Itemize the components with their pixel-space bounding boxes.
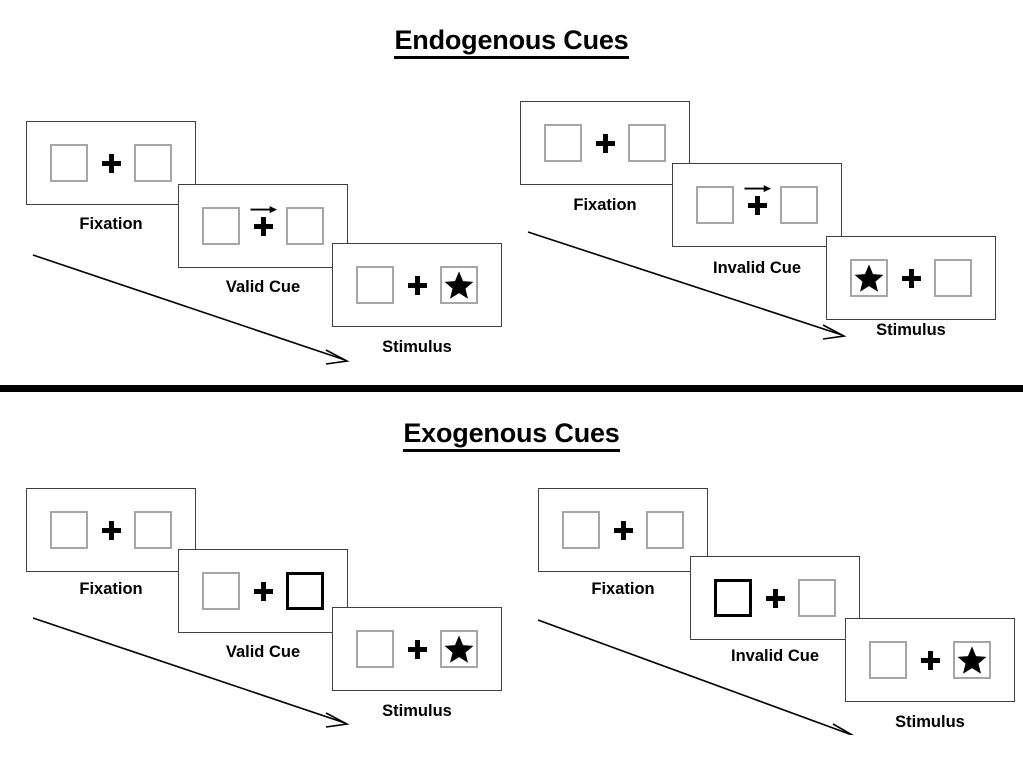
panel-content	[850, 259, 972, 297]
right-box	[134, 511, 172, 549]
fixation-cross-slot	[240, 572, 286, 610]
left-box	[202, 572, 240, 610]
panel-label-endogenous-valid-cue: Valid Cue	[225, 278, 301, 296]
plus-icon	[747, 195, 767, 215]
right-box	[780, 186, 818, 224]
right-box	[440, 266, 478, 304]
panel-endogenous-valid-cue	[178, 184, 348, 268]
panel-content	[869, 641, 991, 679]
fixation-cross-slot	[907, 641, 953, 679]
left-box	[696, 186, 734, 224]
panel-content	[202, 572, 324, 610]
right-box	[286, 207, 324, 245]
panel-content	[50, 144, 172, 182]
panel-exogenous-invalid-fixation	[538, 488, 708, 572]
right-box-cued	[286, 572, 324, 610]
left-box	[50, 511, 88, 549]
panel-content	[356, 630, 478, 668]
panel-label-exogenous-invalid-cue: Invalid Cue	[730, 647, 820, 665]
left-box	[356, 630, 394, 668]
plus-icon	[765, 588, 785, 608]
right-box	[934, 259, 972, 297]
star-target-icon	[444, 635, 474, 663]
right-box	[440, 630, 478, 668]
panel-endogenous-invalid-stimulus	[826, 236, 996, 320]
left-box	[562, 511, 600, 549]
left-box	[202, 207, 240, 245]
fixation-cross-slot	[394, 630, 440, 668]
left-box	[50, 144, 88, 182]
panel-label-endogenous-invalid-fixation: Fixation	[573, 196, 637, 214]
right-box	[628, 124, 666, 162]
fixation-cross-slot	[888, 259, 934, 297]
right-box	[646, 511, 684, 549]
plus-icon	[101, 153, 121, 173]
panel-label-endogenous-invalid-stimulus: Stimulus	[876, 321, 946, 339]
left-box	[544, 124, 582, 162]
panel-exogenous-valid-fixation	[26, 488, 196, 572]
panel-endogenous-invalid-fixation	[520, 101, 690, 185]
panel-exogenous-invalid-stimulus	[845, 618, 1015, 702]
panel-label-exogenous-valid-fixation: Fixation	[79, 580, 143, 598]
section-title-endogenous-text: Endogenous Cues	[394, 25, 629, 59]
panel-label-endogenous-valid-fixation: Fixation	[79, 215, 143, 233]
panel-endogenous-invalid-cue	[672, 163, 842, 247]
plus-icon	[407, 639, 427, 659]
fixation-cross-slot	[240, 206, 286, 245]
fixation-cross-slot	[752, 579, 798, 617]
panel-exogenous-invalid-cue	[690, 556, 860, 640]
left-box-cued	[714, 579, 752, 617]
panel-content	[696, 185, 818, 224]
panel-label-exogenous-invalid-stimulus: Stimulus	[895, 713, 965, 731]
arrow-right-cue-icon	[744, 185, 772, 193]
fixation-cross-slot	[88, 511, 134, 549]
section-title-exogenous-text: Exogenous Cues	[403, 418, 620, 452]
plus-icon	[901, 268, 921, 288]
plus-icon	[253, 216, 273, 236]
panel-label-exogenous-valid-stimulus: Stimulus	[382, 702, 452, 720]
right-box	[134, 144, 172, 182]
star-target-icon	[444, 271, 474, 299]
left-box	[356, 266, 394, 304]
fixation-cross-slot	[734, 185, 780, 224]
section-divider	[0, 385, 1023, 392]
panel-endogenous-valid-fixation	[26, 121, 196, 205]
arrow-right-cue-icon	[250, 206, 278, 214]
right-box	[953, 641, 991, 679]
panel-content	[544, 124, 666, 162]
plus-icon	[253, 581, 273, 601]
panel-label-exogenous-valid-cue: Valid Cue	[225, 643, 301, 661]
panel-content	[562, 511, 684, 549]
plus-icon	[920, 650, 940, 670]
panel-content	[714, 579, 836, 617]
left-box	[850, 259, 888, 297]
panel-endogenous-valid-stimulus	[332, 243, 502, 327]
panel-content	[356, 266, 478, 304]
plus-icon	[407, 275, 427, 295]
section-title-exogenous: Exogenous Cues	[0, 418, 1023, 452]
plus-icon	[613, 520, 633, 540]
fixation-cross-slot	[394, 266, 440, 304]
star-target-icon	[854, 264, 884, 292]
panel-label-exogenous-invalid-fixation: Fixation	[591, 580, 655, 598]
panel-content	[50, 511, 172, 549]
fixation-cross-slot	[582, 124, 628, 162]
plus-icon	[595, 133, 615, 153]
left-box	[869, 641, 907, 679]
panel-label-endogenous-invalid-cue: Invalid Cue	[712, 259, 802, 277]
panel-label-endogenous-valid-stimulus: Stimulus	[382, 338, 452, 356]
section-title-endogenous: Endogenous Cues	[0, 25, 1023, 59]
right-box	[798, 579, 836, 617]
panel-exogenous-valid-cue	[178, 549, 348, 633]
panel-content	[202, 206, 324, 245]
fixation-cross-slot	[88, 144, 134, 182]
plus-icon	[101, 520, 121, 540]
star-target-icon	[957, 646, 987, 674]
panel-exogenous-valid-stimulus	[332, 607, 502, 691]
fixation-cross-slot	[600, 511, 646, 549]
